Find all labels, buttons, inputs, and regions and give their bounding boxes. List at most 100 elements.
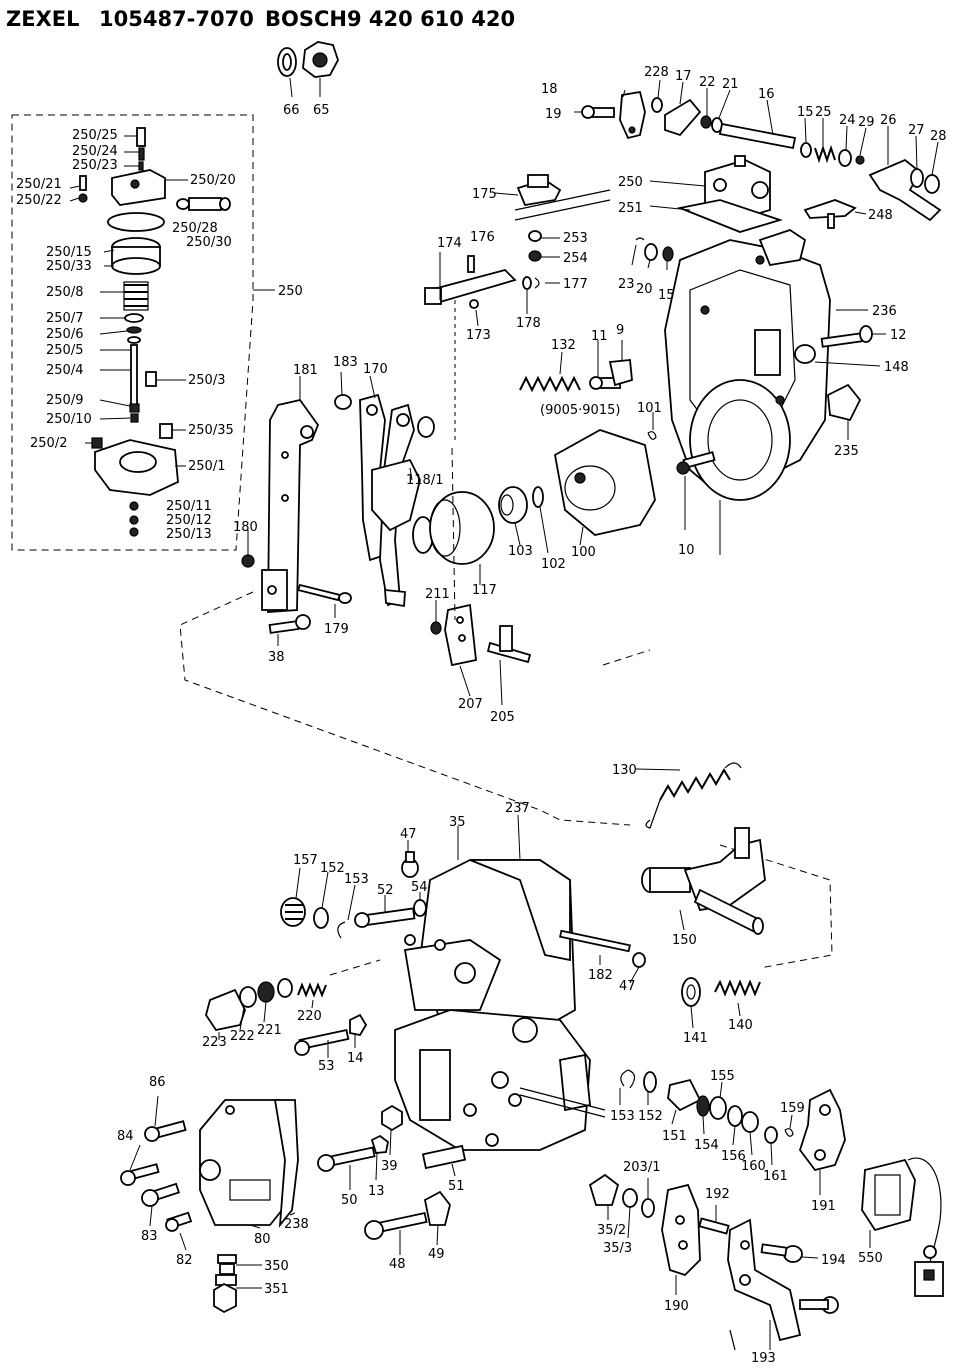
parts-47-182 [401,840,646,984]
governor-housing [664,229,868,555]
label-250-4: 250/4 [46,363,83,378]
label-179: 179 [324,622,349,637]
part-181-lever [241,376,352,646]
assembly-250-outline [11,114,254,551]
label-54: 54 [411,880,428,895]
label-350: 350 [264,1259,289,1274]
label-160: 160 [741,1159,766,1174]
label-9: 9 [616,323,624,338]
label-161: 161 [763,1169,788,1184]
label-250-30: 250/30 [186,235,232,250]
callout-labels: 66 65 250/25 250/24 250/23 250/21 250/22… [16,65,947,1366]
label-250-6: 250/6 [46,327,83,342]
label-250-box: 250 [278,284,303,299]
part-65-66 [277,41,339,98]
label-29: 29 [858,115,875,130]
header-brand-zexel: ZEXEL [6,7,80,31]
label-192: 192 [705,1187,730,1202]
label-17: 17 [675,69,692,84]
label-182: 182 [588,968,613,983]
label-250-28: 250/28 [172,221,218,236]
header-part-number-bosch: 9 420 610 420 [347,7,515,31]
label-84: 84 [117,1129,134,1144]
cover-80 [120,1095,299,1314]
parts-9-11-101-132 [519,340,657,440]
label-250-7: 250/7 [46,311,83,326]
label-151: 151 [662,1129,687,1144]
label-237: 237 [505,801,530,816]
label-250-25: 250/25 [72,128,118,143]
label-14: 14 [347,1051,364,1066]
label-157: 157 [293,853,318,868]
label-49: 49 [428,1247,445,1262]
label-250-24: 250/24 [72,144,118,159]
label-24: 24 [839,113,856,128]
parts-14-53 [294,1013,368,1058]
pump-body [394,814,606,1151]
label-250-13: 250/13 [166,527,212,542]
label-150: 150 [672,933,697,948]
parts-170-183-118 [334,371,435,608]
label-83: 83 [141,1229,158,1244]
label-250-15: 250/15 [46,245,92,260]
label-250-23: 250/23 [72,158,118,173]
label-50: 50 [341,1193,358,1208]
label-250-1: 250/1 [188,459,225,474]
label-193: 193 [751,1351,776,1366]
label-132: 132 [551,338,576,353]
label-140: 140 [728,1018,753,1033]
label-47-top: 47 [400,827,417,842]
label-175: 175 [472,187,497,202]
label-254: 254 [563,251,588,266]
label-203-1: 203/1 [623,1160,660,1175]
label-236: 236 [872,304,897,319]
label-15-top: 15 [797,105,814,120]
label-250-head: 250 [618,175,643,190]
label-191: 191 [811,1199,836,1214]
label-18: 18 [541,82,558,97]
label-153-right: 153 [610,1109,635,1124]
label-220: 220 [297,1009,322,1024]
label-11: 11 [591,329,608,344]
label-9005-9015: (9005·9015) [540,403,620,418]
parts-190-to-203 [588,1173,839,1351]
label-180: 180 [233,520,258,535]
label-550: 550 [858,1251,883,1266]
label-35: 35 [449,815,466,830]
label-176: 176 [470,230,495,245]
part-150-lever [641,827,766,935]
label-154: 154 [694,1138,719,1153]
label-190: 190 [664,1299,689,1314]
label-194: 194 [821,1253,846,1268]
parts-140-141 [681,977,761,1029]
label-117: 117 [472,583,497,598]
label-38: 38 [268,650,285,665]
label-178: 178 [516,316,541,331]
label-80: 80 [254,1232,271,1247]
parts-13-39-48-51 [317,1104,467,1255]
label-12: 12 [890,328,907,343]
label-250-5: 250/5 [46,343,83,358]
label-102: 102 [541,557,566,572]
label-66: 66 [283,103,300,118]
label-130: 130 [612,763,637,778]
parts-151-to-161 [619,1069,778,1166]
label-35-3: 35/3 [603,1241,632,1256]
parts-250-251-248 [649,155,867,233]
label-250-20: 250/20 [190,173,236,188]
parts-205-207-211 [430,600,532,706]
label-86: 86 [149,1075,166,1090]
label-152-left: 152 [320,861,345,876]
label-65: 65 [313,103,330,118]
label-82: 82 [176,1253,193,1268]
label-181: 181 [293,363,318,378]
parts-100-103-117 [412,429,716,585]
label-26: 26 [880,113,897,128]
label-177: 177 [563,277,588,292]
label-103: 103 [508,544,533,559]
parts-52-54-152-157 [280,867,427,939]
label-15-side: 15 [658,288,675,303]
label-174: 174 [437,236,462,251]
housing-small-parts [631,237,886,440]
